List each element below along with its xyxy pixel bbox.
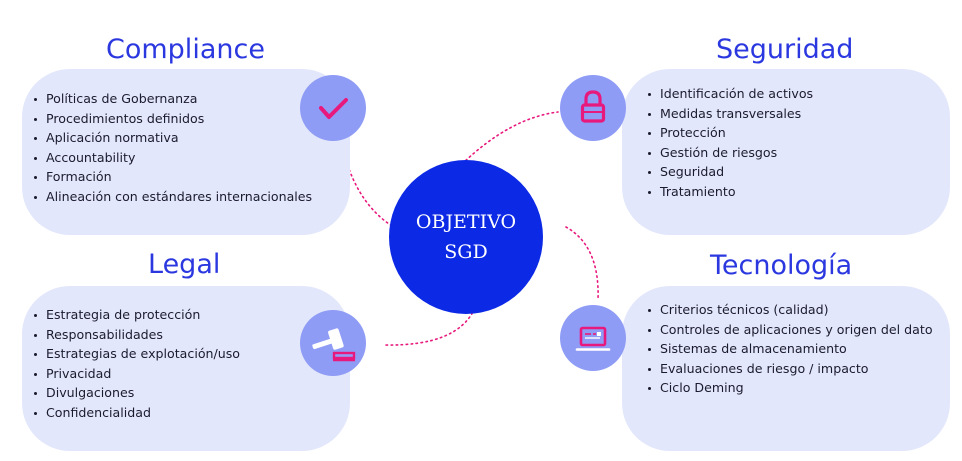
- seguridad-list: Identificación de activos Medidas transv…: [648, 84, 813, 202]
- list-item: Alineación con estándares internacionale…: [34, 187, 312, 207]
- list-item: Controles de aplicaciones y origen del d…: [648, 320, 933, 340]
- list-item: Estrategias de explotación/uso: [34, 344, 240, 364]
- padlock-icon: [580, 90, 606, 123]
- list-item: Confidencialidad: [34, 403, 240, 423]
- list-item: Evaluaciones de riesgo / impacto: [648, 359, 933, 379]
- list-item: Políticas de Gobernanza: [34, 89, 312, 109]
- tecnologia-list: Criterios técnicos (calidad) Controles d…: [648, 300, 933, 398]
- list-item: Medidas transversales: [648, 104, 813, 124]
- legal-title: Legal: [148, 249, 221, 280]
- list-item: Criterios técnicos (calidad): [648, 300, 933, 320]
- gavel-icon: [312, 328, 356, 362]
- tecnologia-badge: [560, 305, 626, 371]
- compliance-title: Compliance: [106, 34, 265, 65]
- list-item: Tratamiento: [648, 182, 813, 202]
- legal-badge: [300, 310, 366, 376]
- center-line-1: OBJETIVO: [415, 211, 517, 233]
- checkmark-icon: [319, 98, 348, 119]
- seguridad-title: Seguridad: [716, 34, 854, 65]
- list-item: Aplicación normativa: [34, 128, 312, 148]
- legal-list: Estrategia de protección Responsabilidad…: [34, 305, 240, 423]
- laptop-icon: [575, 326, 611, 351]
- list-item: Gestión de riesgos: [648, 143, 813, 163]
- list-item: Formación: [34, 167, 312, 187]
- list-item: Accountability: [34, 148, 312, 168]
- list-item: Ciclo Deming: [648, 378, 933, 398]
- list-item: Responsabilidades: [34, 325, 240, 345]
- tecnologia-panel: [622, 286, 950, 451]
- center-objective: OBJETIVO SGD: [389, 160, 543, 314]
- connector-legal: [385, 309, 475, 346]
- list-item: Estrategia de protección: [34, 305, 240, 325]
- connector-compliance: [339, 135, 393, 227]
- list-item: Identificación de activos: [648, 84, 813, 104]
- tecnologia-title: Tecnología: [710, 250, 853, 281]
- center-line-2: SGD: [444, 241, 488, 263]
- legal-panel: [22, 286, 350, 451]
- list-item: Privacidad: [34, 364, 240, 384]
- seguridad-panel: [622, 69, 950, 235]
- seguridad-badge: [560, 75, 626, 141]
- list-item: Procedimientos definidos: [34, 109, 312, 129]
- compliance-list: Políticas de Gobernanza Procedimientos d…: [34, 89, 312, 207]
- list-item: Seguridad: [648, 162, 813, 182]
- connector-seguridad: [461, 111, 559, 165]
- list-item: Divulgaciones: [34, 383, 240, 403]
- compliance-panel: [22, 69, 350, 235]
- connector-tecnologia: [565, 226, 599, 301]
- list-item: Sistemas de almacenamiento: [648, 339, 933, 359]
- list-item: Protección: [648, 123, 813, 143]
- compliance-badge: [300, 75, 366, 141]
